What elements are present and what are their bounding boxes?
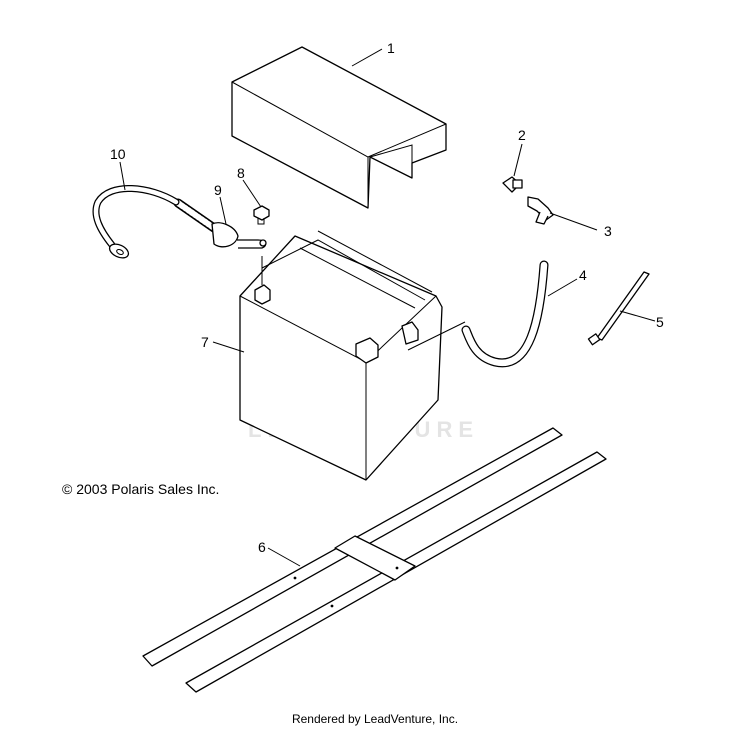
part-8-bolt — [253, 205, 270, 225]
callout-8: 8 — [237, 165, 245, 181]
part-9-positive-cable — [173, 198, 267, 249]
part-2-vent-fitting — [502, 176, 523, 193]
callout-3: 3 — [604, 223, 612, 239]
footer-credit: Rendered by LeadVenture, Inc. — [291, 712, 459, 726]
callout-labels: 1 2 3 4 5 6 7 8 9 10 — [110, 40, 664, 555]
callout-6: 6 — [258, 539, 266, 555]
part-4-vent-tube — [461, 260, 549, 368]
callout-2: 2 — [518, 127, 526, 143]
callout-4: 4 — [579, 267, 587, 283]
leader-lines — [119, 48, 656, 567]
copyright-notice: © 2003 Polaris Sales Inc. — [62, 481, 220, 497]
part-6-hold-down-straps — [142, 427, 607, 693]
callout-7: 7 — [201, 334, 209, 350]
part-3-elbow-fitting — [527, 196, 554, 225]
callout-5: 5 — [656, 314, 664, 330]
part-7-battery — [239, 230, 466, 481]
callout-10: 10 — [110, 146, 126, 162]
part-5-cable-tie — [587, 271, 650, 346]
callout-1: 1 — [387, 40, 395, 56]
part-1-battery-cover — [231, 46, 447, 209]
callout-9: 9 — [214, 182, 222, 198]
part-10-negative-cable — [92, 185, 180, 259]
